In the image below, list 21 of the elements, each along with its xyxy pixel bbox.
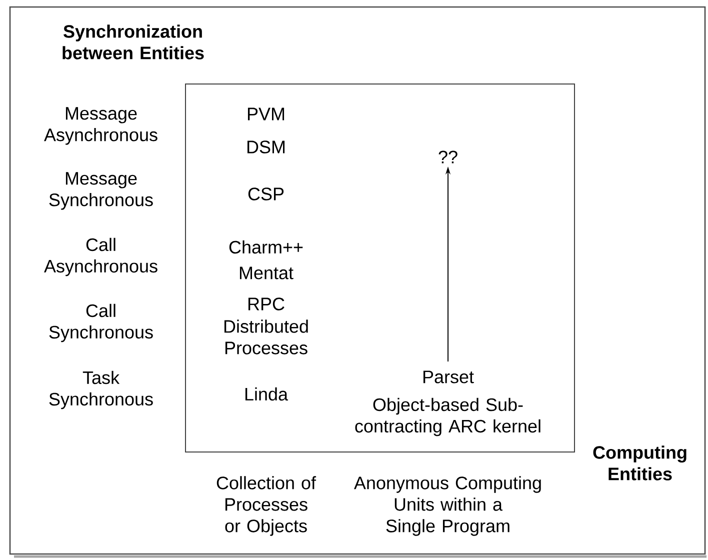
entry-text: Linda	[245, 387, 288, 401]
entry-text: DSM	[247, 140, 285, 154]
row-label: Message Synchronous	[49, 172, 153, 210]
node-text: Parset	[423, 370, 474, 384]
entry-text: Charm++	[229, 240, 303, 254]
node-text: ??	[438, 150, 458, 164]
entry-text: PVM	[248, 108, 284, 120]
column-label: Anonymous Computing Units within a Single Program	[354, 476, 541, 536]
row-label: Call Asynchronous	[44, 238, 158, 276]
entry-text: Object-based Sub-contracting ARC kernel	[355, 398, 540, 436]
axis-title: Synchronization between Entities	[62, 24, 204, 60]
axis-title: Computing Entities	[593, 446, 686, 480]
row-label: Task Synchronous	[49, 370, 153, 410]
entry-text: Distributed Processes	[224, 320, 308, 354]
entry-text: RPC	[248, 298, 284, 310]
entry-text: CSP	[248, 188, 284, 200]
entry-text: Mentat	[240, 266, 294, 280]
frame-box	[185, 84, 575, 452]
column-label: Collection of Processes or Objects	[216, 476, 316, 536]
row-label: Message Asynchronous	[44, 107, 158, 145]
row-label: Call Synchronous	[49, 304, 153, 342]
